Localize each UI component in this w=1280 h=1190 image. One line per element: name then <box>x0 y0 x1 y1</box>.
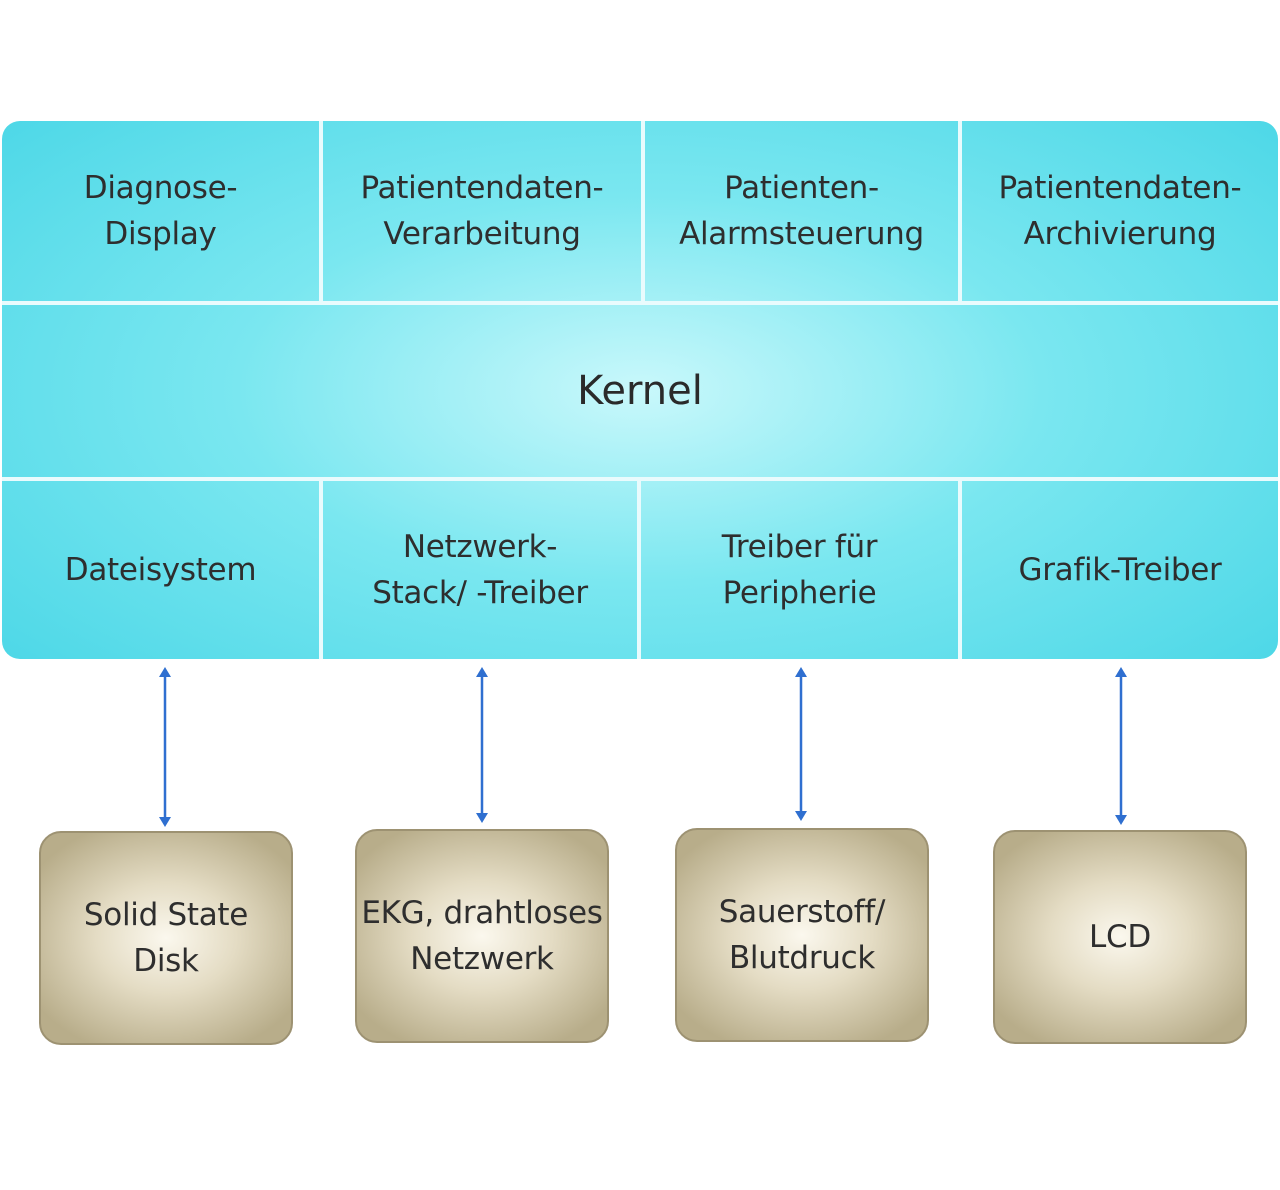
device-solid-state-disk: Solid State Disk <box>39 831 293 1045</box>
separator-kernel-driver <box>2 477 1278 481</box>
kernel-label: Kernel <box>577 368 703 414</box>
device-ekg-netzwerk: EKG, drahtloses Netzwerk <box>355 829 609 1043</box>
app-patientendaten-archivierung: Patientendaten- Archivierung <box>998 170 1242 252</box>
driver-layer: Dateisystem Netzwerk- Stack/ -Treiber Tr… <box>2 481 1278 659</box>
separator-app-3 <box>958 121 962 301</box>
separator-driver-1 <box>319 481 323 659</box>
separator-driver-3 <box>958 481 962 659</box>
service-dateisystem: Dateisystem <box>64 552 257 588</box>
application-layer: Diagnose- Display Patientendaten- Verarb… <box>2 121 1278 301</box>
app-diagnose-display: Diagnose- Display <box>83 170 238 252</box>
service-treiber-peripherie: Treiber für Peripherie <box>721 529 878 611</box>
kernel-layer: Kernel <box>2 305 1278 477</box>
separator-app-2 <box>641 121 645 301</box>
service-netzwerk-stack: Netzwerk- Stack/ -Treiber <box>372 529 588 611</box>
device-lcd: LCD <box>993 830 1247 1044</box>
app-patientendaten-verarbeitung: Patientendaten- Verarbeitung <box>360 170 604 252</box>
software-stack: Diagnose- Display Patientendaten- Verarb… <box>2 121 1278 659</box>
app-patienten-alarmsteuerung: Patienten- Alarmsteuerung <box>679 170 924 252</box>
separator-app-1 <box>319 121 323 301</box>
separator-driver-2 <box>637 481 641 659</box>
device-sauerstoff-blutdruck: Sauerstoff/ Blutdruck <box>675 828 929 1042</box>
service-grafik-treiber: Grafik-Treiber <box>1018 552 1222 588</box>
separator-app-kernel <box>2 301 1278 305</box>
